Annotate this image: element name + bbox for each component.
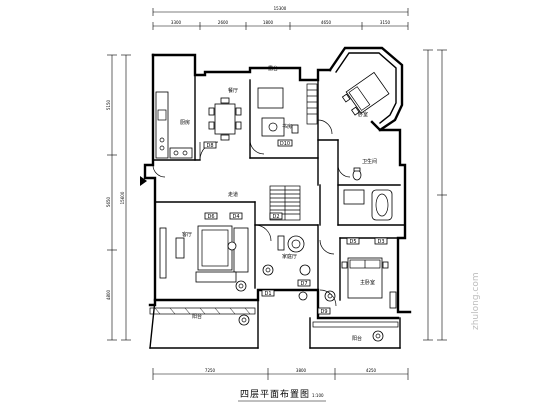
tag-d2: D2 — [272, 214, 279, 220]
dim-left-1: 5150 — [106, 99, 111, 110]
plants — [227, 241, 384, 342]
room-master-bedroom: 主卧室 — [360, 279, 375, 286]
tag-d3: D3 — [377, 239, 384, 245]
plan-title: 四层平面布置图 — [240, 388, 310, 400]
room-living: 客厅 — [182, 231, 192, 238]
dimension-lines — [107, 8, 447, 380]
drawing-title: 四层平面布置图 1:100 — [238, 388, 326, 402]
dimension-texts: 15300 3300 2600 1800 4650 3150 7250 3800… — [106, 6, 391, 373]
living-sofa-set — [159, 225, 249, 292]
dim-top-4: 4650 — [321, 20, 332, 25]
plan-scale: 1:100 — [312, 393, 324, 398]
tag-boxes: D6 D4 D8 D2 D1 D7 D5 D3 D9 D10 — [203, 139, 388, 315]
dim-top-1: 3300 — [171, 20, 182, 25]
doors — [152, 119, 351, 307]
wall-hatch — [149, 307, 399, 328]
room-family: 家庭厅 — [282, 253, 297, 260]
dim-left-2: 5650 — [106, 196, 111, 207]
tag-d7: D7 — [300, 281, 307, 287]
dim-top-total: 15300 — [274, 6, 287, 11]
tag-d4: D4 — [232, 214, 239, 220]
kitchen-counter — [155, 91, 193, 159]
master-bed — [324, 257, 397, 309]
dim-top-2: 2600 — [218, 20, 229, 25]
room-labels: 厨房 餐厅 书房 卧室 卫生间 客厅 家庭厅 主卧室 阳台 阳台 走道 露台 — [180, 65, 377, 342]
room-corridor: 走道 — [228, 191, 238, 198]
bathroom-fixtures — [343, 167, 393, 221]
study-desk — [257, 87, 299, 137]
dim-left-3: 4800 — [106, 289, 111, 300]
room-study: 书房 — [282, 123, 292, 130]
dining-table — [208, 97, 242, 141]
room-terrace: 露台 — [268, 65, 278, 72]
tag-d6: D6 — [207, 214, 214, 220]
room-balcony-left: 阳台 — [192, 313, 202, 320]
bay-bedroom-bed — [341, 71, 390, 116]
entry-arrow-icon — [140, 176, 147, 186]
tag-d8: D8 — [206, 143, 213, 149]
dim-bottom-1: 7250 — [205, 368, 216, 373]
staircase — [269, 83, 318, 221]
family-room-set — [262, 235, 311, 301]
interior-walls — [149, 74, 406, 349]
dim-top-5: 3150 — [380, 20, 391, 25]
tag-d10: D10 — [280, 141, 290, 147]
tag-d9: D9 — [320, 309, 327, 315]
tag-d1: D1 — [264, 291, 271, 297]
dim-left-total: 15600 — [120, 191, 125, 204]
room-kitchen: 厨房 — [180, 119, 190, 126]
room-bathroom: 卫生间 — [362, 158, 377, 165]
dim-bottom-2: 3800 — [296, 368, 307, 373]
tag-d5: D5 — [349, 239, 356, 245]
dim-top-3: 1800 — [263, 20, 274, 25]
dim-bottom-3: 4250 — [366, 368, 377, 373]
room-balcony-right: 阳台 — [352, 335, 362, 342]
watermark-text: zhulong.com — [471, 272, 481, 330]
room-bay-bedroom: 卧室 — [358, 111, 368, 118]
room-dining: 餐厅 — [228, 87, 238, 94]
